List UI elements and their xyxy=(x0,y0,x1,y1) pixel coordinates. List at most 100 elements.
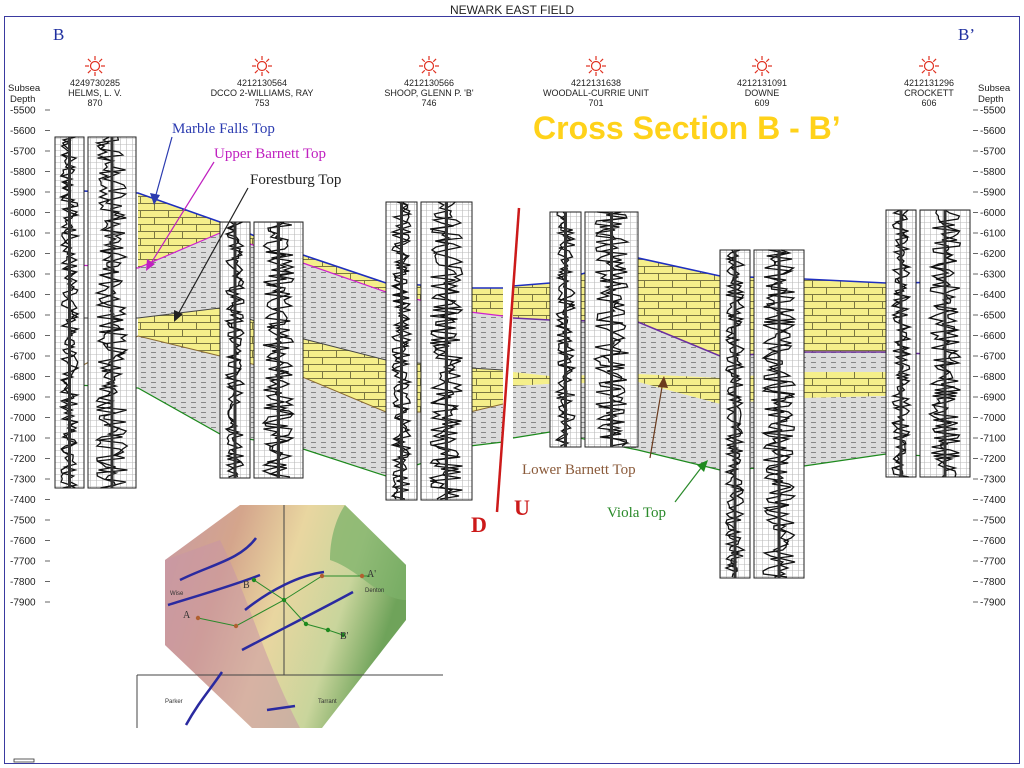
fault-line xyxy=(495,207,521,513)
depth-tick-label-left: -7600 xyxy=(10,536,36,547)
viola-arrow xyxy=(674,463,705,503)
lower-barnett-arrowhead xyxy=(658,376,668,388)
depth-tick-label-left: -7500 xyxy=(10,516,36,527)
fault-up-label: U xyxy=(514,495,530,520)
depth-tick-label-left: -6900 xyxy=(10,393,36,404)
well-api: 4212130564 xyxy=(237,78,287,88)
inset-label-tarrant: Tarrant xyxy=(318,699,337,705)
well-symbol-icon xyxy=(85,56,105,76)
depth-tick-label-right: -6700 xyxy=(980,352,1006,363)
depth-tick-label-right: -6400 xyxy=(980,290,1006,301)
upper-barnett-arrow xyxy=(147,161,215,269)
well-symbol-icon xyxy=(252,56,272,76)
well-elevation: 746 xyxy=(421,98,436,108)
section-end-right: B’ xyxy=(958,25,975,44)
depth-tick-label-left: -6500 xyxy=(10,311,36,322)
well-api: 4212131638 xyxy=(571,78,621,88)
inset-map-green-area xyxy=(330,505,406,600)
well-symbol-icon xyxy=(586,56,606,76)
depth-tick-label-right: -6000 xyxy=(980,208,1006,219)
forestburg-arrowhead xyxy=(174,310,183,322)
depth-axis-label-right-1: Subsea xyxy=(978,83,1011,94)
well-elevation: 870 xyxy=(87,98,102,108)
depth-tick-label-left: -6800 xyxy=(10,372,36,383)
well-log-column xyxy=(385,201,473,501)
depth-tick-label-right: -5800 xyxy=(980,167,1006,178)
depth-tick-label-right: -6800 xyxy=(980,372,1006,383)
depth-tick-label-right: -7700 xyxy=(980,557,1006,568)
well-api: 4212130566 xyxy=(404,78,454,88)
cross-section-title: Cross Section B - B’ xyxy=(533,110,841,146)
upper-barnett-label: Upper Barnett Top xyxy=(214,146,326,162)
depth-tick-label-left: -5600 xyxy=(10,126,36,137)
depth-tick-label-right: -5500 xyxy=(980,106,1006,117)
inset-map-shading xyxy=(165,540,300,728)
lower-barnett-label: Lower Barnett Top xyxy=(522,462,636,478)
well-name: CROCKETT xyxy=(904,88,954,98)
figure-border xyxy=(4,16,1020,764)
depth-tick-label-left: -7900 xyxy=(10,598,36,609)
well-api: 4249730285 xyxy=(70,78,120,88)
well-symbol-icon xyxy=(419,56,439,76)
well-api: 4212131091 xyxy=(737,78,787,88)
depth-tick-label-left: -6200 xyxy=(10,249,36,260)
depth-tick-label-right: -7900 xyxy=(980,598,1006,609)
inset-label-a-prime: A' xyxy=(367,569,376,580)
depth-tick-label-left: -5700 xyxy=(10,147,36,158)
depth-tick-label-left: -5900 xyxy=(10,188,36,199)
depth-axis-label-right-2: Depth xyxy=(978,94,1003,105)
depth-tick-label-left: -6000 xyxy=(10,208,36,219)
well-symbol-icon xyxy=(919,56,939,76)
depth-tick-label-right: -5700 xyxy=(980,147,1006,158)
marble-falls-arrow xyxy=(153,136,173,203)
depth-tick-label-right: -5900 xyxy=(980,188,1006,199)
well-name: DCCO 2-WILLIAMS, RAY xyxy=(211,88,314,98)
depth-tick-label-left: -7700 xyxy=(10,557,36,568)
depth-tick-label-left: -7400 xyxy=(10,495,36,506)
inset-label-parker: Parker xyxy=(165,699,183,705)
well-name: SHOOP, GLENN P. 'B' xyxy=(384,88,473,98)
depth-tick-label-left: -5800 xyxy=(10,167,36,178)
depth-tick-label-left: -6400 xyxy=(10,290,36,301)
fault-down-label: D xyxy=(471,512,487,537)
lower-barnett-arrow xyxy=(649,380,664,459)
well-api: 4212131296 xyxy=(904,78,954,88)
forestburg-label: Forestburg Top xyxy=(250,172,341,188)
well-name: WOODALL-CURRIE UNIT xyxy=(543,88,650,98)
depth-axis-label-left-1: Subsea xyxy=(8,83,41,94)
depth-tick-label-left: -6600 xyxy=(10,331,36,342)
well-log-column xyxy=(54,136,137,489)
viola-label: Viola Top xyxy=(607,505,666,521)
inset-fault-traces xyxy=(167,537,354,726)
depth-tick-label-right: -7000 xyxy=(980,413,1006,424)
well-elevation: 701 xyxy=(588,98,603,108)
inset-location-map: B A' A B' Wise Denton Parker Tarrant xyxy=(136,505,443,728)
well-logs xyxy=(54,136,971,579)
depth-tick-label-right: -7300 xyxy=(980,475,1006,486)
depth-tick-label-right: -6500 xyxy=(980,311,1006,322)
well-log-column xyxy=(719,249,805,579)
depth-tick-label-left: -7000 xyxy=(10,413,36,424)
depth-tick-label-left: -5500 xyxy=(10,106,36,117)
upper-barnett-arrowhead xyxy=(146,259,155,271)
depth-tick-label-right: -7800 xyxy=(980,577,1006,588)
viola-arrowhead xyxy=(697,460,708,472)
depth-tick-label-right: -6900 xyxy=(980,393,1006,404)
depth-tick-label-right: -6600 xyxy=(980,331,1006,342)
depth-tick-label-left: -7800 xyxy=(10,577,36,588)
depth-axis-right: -5500-5600-5700-5800-5900-6000-6100-6200… xyxy=(973,106,1006,609)
depth-tick-label-left: -7100 xyxy=(10,434,36,445)
depth-tick-label-left: -6700 xyxy=(10,352,36,363)
inset-well-dots xyxy=(195,573,365,638)
depth-tick-label-right: -6200 xyxy=(980,249,1006,260)
depth-tick-label-right: -6300 xyxy=(980,270,1006,281)
page-title: NEWARK EAST FIELD xyxy=(450,3,574,17)
well-log-column xyxy=(885,209,971,478)
depth-tick-label-left: -6300 xyxy=(10,270,36,281)
inset-label-b: B xyxy=(243,580,250,591)
